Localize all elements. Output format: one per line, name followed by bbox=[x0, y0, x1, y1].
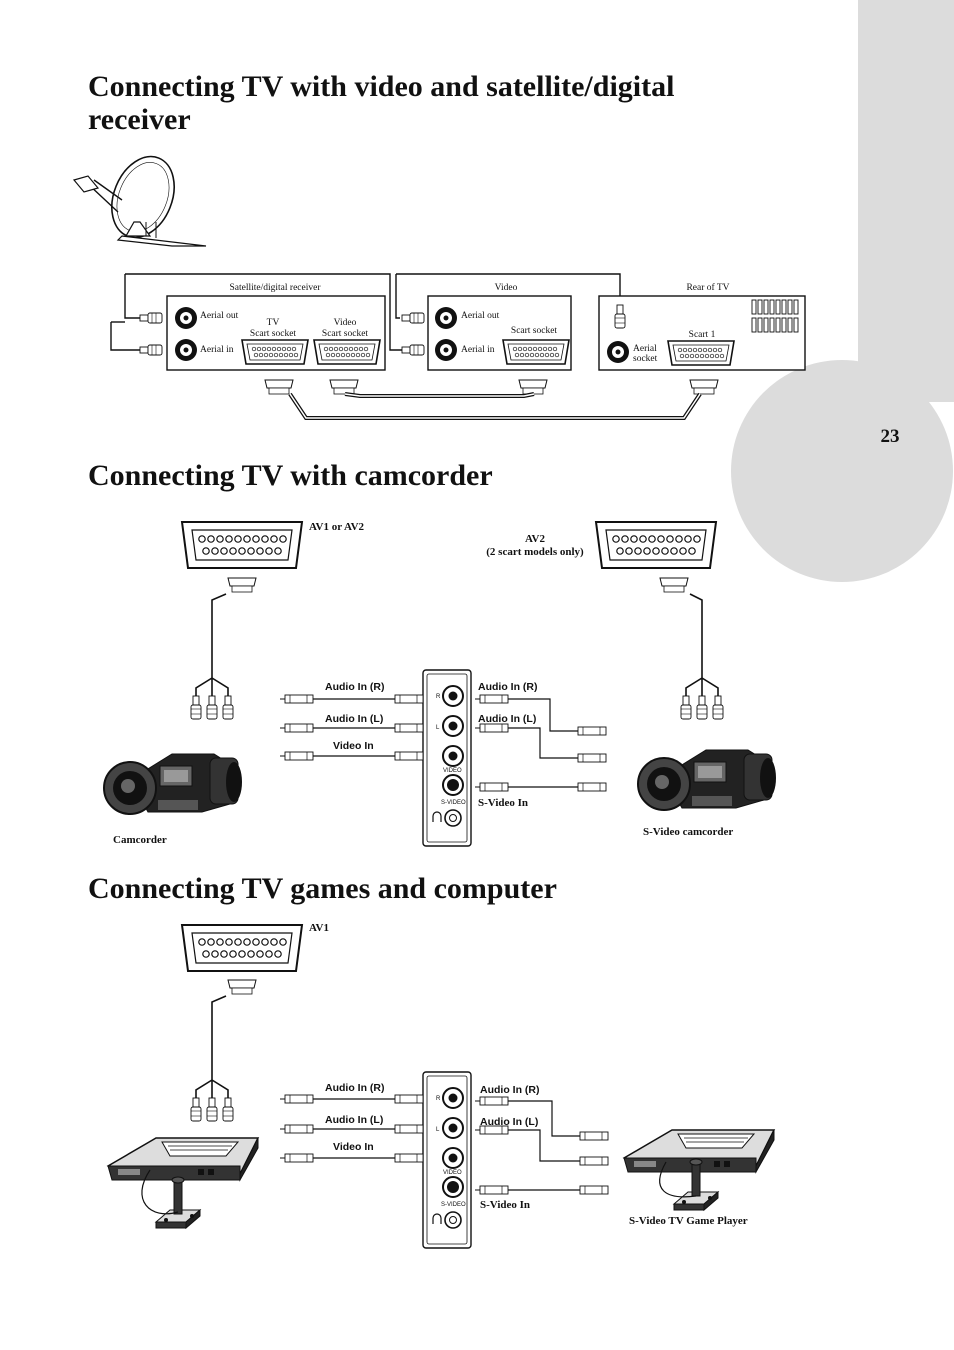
receiver-aerial-in-label: Aerial in bbox=[200, 345, 234, 355]
video-in-label: Video In bbox=[333, 740, 374, 752]
page-number: 23 bbox=[880, 426, 900, 447]
panel-r-label: R bbox=[436, 694, 441, 700]
tv-scart-label-2: Scart socket bbox=[250, 329, 297, 339]
video-scart-label-2: Scart socket bbox=[322, 329, 369, 339]
scart-rca-cable-left bbox=[190, 577, 257, 720]
video-scart bbox=[502, 339, 570, 365]
panel-svideo-label: S-VIDEO bbox=[441, 800, 466, 806]
joystick-left bbox=[155, 1176, 201, 1229]
video-scart-label-1: Video bbox=[334, 318, 357, 328]
svideo-camcorder-cables bbox=[474, 694, 607, 792]
games-right-cables bbox=[474, 1096, 609, 1195]
aerial-socket-label-1: Aerial bbox=[633, 344, 657, 354]
panel-svideo-label-games: S-VIDEO bbox=[441, 1202, 466, 1208]
scart-cables bbox=[264, 379, 719, 420]
av-input-panel-games bbox=[422, 1071, 472, 1249]
av-input-panel bbox=[422, 669, 472, 847]
av2-label-2: (2 scart models only) bbox=[486, 546, 584, 558]
section-title-camcorder: Connecting TV with camcorder bbox=[88, 459, 493, 492]
games-audio-r-left-label: Audio In (R) bbox=[325, 1082, 384, 1094]
audio-r-left-label: Audio In (R) bbox=[325, 681, 384, 693]
tv-rear-label: Rear of TV bbox=[686, 282, 729, 293]
games-video-in-label: Video In bbox=[333, 1141, 374, 1153]
audio-l-right-label: Audio In (L) bbox=[478, 713, 536, 725]
section-title-video-satellite: Connecting TV with video and satellite/d… bbox=[88, 70, 675, 136]
av1-label: AV1 bbox=[309, 922, 329, 934]
receiver-tv-scart bbox=[241, 339, 309, 365]
scart-rca-cable-right bbox=[659, 577, 724, 720]
game-console-left bbox=[107, 1137, 259, 1181]
video-aerial-out-label: Aerial out bbox=[461, 311, 500, 321]
section-title-games-computer: Connecting TV games and computer bbox=[88, 872, 557, 905]
tv-scart1 bbox=[667, 340, 735, 366]
game-player-label: S-Video TV Game Player bbox=[629, 1215, 748, 1227]
games-audio-l-right-label: Audio In (L) bbox=[480, 1116, 538, 1128]
dish-cable bbox=[124, 274, 140, 319]
panel-l-label: L bbox=[436, 725, 440, 731]
scart-socket-av-left bbox=[181, 521, 303, 569]
svideo-camcorder-illustration bbox=[637, 749, 777, 811]
receiver-video-scart bbox=[313, 339, 381, 365]
scart1-label: Scart 1 bbox=[689, 330, 716, 340]
receiver-label: Satellite/digital receiver bbox=[229, 283, 321, 293]
games-left-cables bbox=[279, 1094, 424, 1163]
video-scart-socket-label: Scart socket bbox=[511, 326, 558, 336]
panel-r-label-games: R bbox=[436, 1096, 441, 1102]
av2-label-1: AV2 bbox=[525, 533, 545, 545]
games-svideo-in-label: S-Video In bbox=[480, 1199, 530, 1211]
video-to-tv-cable bbox=[396, 273, 621, 305]
av1-or-av2-label: AV1 or AV2 bbox=[309, 521, 365, 533]
scart-socket-av1 bbox=[181, 924, 303, 972]
scart-socket-av2 bbox=[595, 521, 717, 569]
scart-rca-cable-games bbox=[190, 979, 257, 1122]
video-aerial-in-label: Aerial in bbox=[461, 345, 495, 355]
camcorder-illustration bbox=[103, 753, 243, 815]
camcorder-label: Camcorder bbox=[113, 834, 167, 846]
audio-r-right-label: Audio In (R) bbox=[478, 681, 537, 693]
tv-vent-grille bbox=[751, 299, 799, 333]
games-audio-r-right-label: Audio In (R) bbox=[480, 1084, 539, 1096]
page-number-circle bbox=[731, 360, 953, 582]
svideo-in-label: S-Video In bbox=[478, 797, 528, 809]
panel-video-label-games: VIDEO bbox=[443, 1170, 462, 1176]
camcorder-av-cables bbox=[279, 694, 424, 761]
games-audio-l-left-label: Audio In (L) bbox=[325, 1114, 383, 1126]
panel-video-label: VIDEO bbox=[443, 768, 462, 774]
svideo-camcorder-label: S-Video camcorder bbox=[643, 826, 733, 838]
aerial-socket-label-2: socket bbox=[633, 354, 658, 364]
tv-scart-label-1: TV bbox=[267, 318, 280, 328]
video-label: Video bbox=[495, 283, 518, 293]
receiver-aerial-out-label: Aerial out bbox=[200, 311, 239, 321]
side-tab-strip bbox=[858, 0, 954, 402]
satellite-dish bbox=[72, 155, 207, 247]
audio-l-left-label: Audio In (L) bbox=[325, 713, 383, 725]
panel-l-label-games: L bbox=[436, 1127, 440, 1133]
